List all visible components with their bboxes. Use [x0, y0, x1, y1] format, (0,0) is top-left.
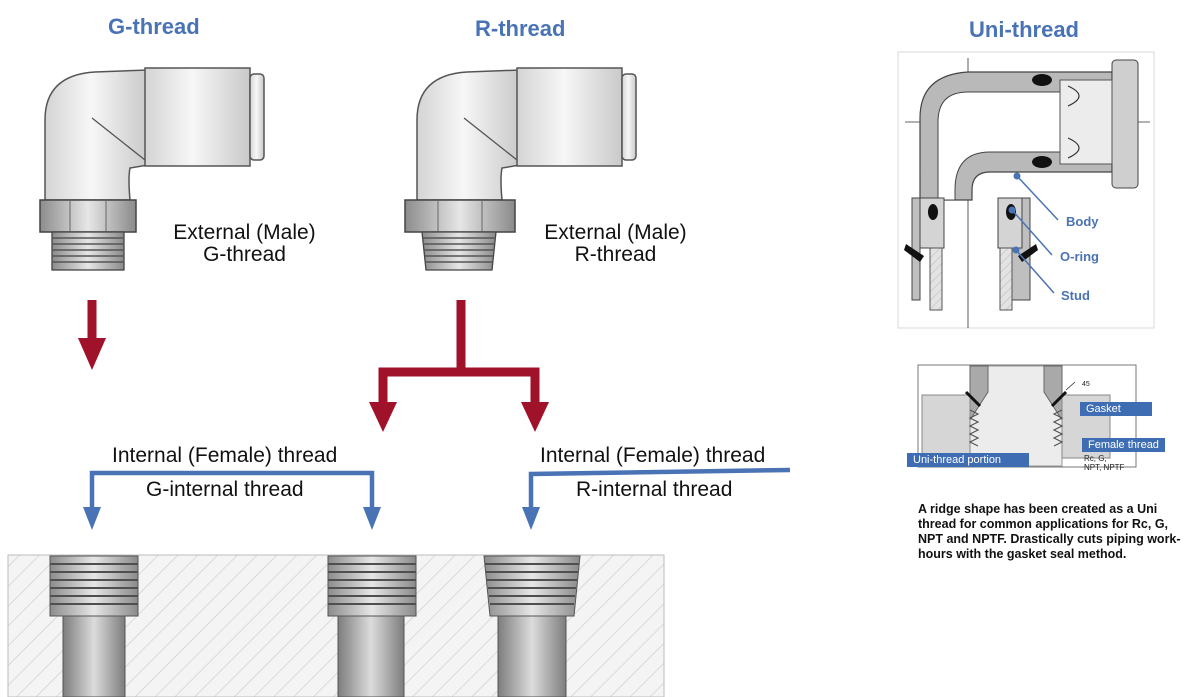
uni-thread-detail	[917, 364, 1137, 468]
g-external-line2: G-thread	[203, 243, 286, 266]
blue-arrows	[83, 467, 791, 530]
thread-types-label: Rc, G, NPT, NPTF	[1084, 454, 1124, 472]
r-thread-title: R-thread	[475, 16, 566, 41]
g-thread-title: G-thread	[108, 14, 200, 39]
stud-callout: Stud	[1061, 288, 1090, 303]
r-external-label: External (Male) R-thread	[533, 222, 698, 266]
right-internal-line1: Internal (Female) thread	[540, 444, 766, 467]
uni-thread-description: A ridge shape has been created as a Uni …	[918, 502, 1181, 561]
red-arrows	[78, 300, 549, 432]
uni-thread-section	[897, 51, 1155, 329]
gasket-tag: Gasket	[1080, 402, 1152, 416]
internal-thread-block	[7, 554, 665, 697]
r-external-line1: External (Male)	[544, 221, 687, 244]
angle-label: 45	[1082, 381, 1090, 388]
left-internal-line1: Internal (Female) thread	[112, 444, 338, 467]
body-callout: Body	[1066, 214, 1099, 229]
g-external-label: External (Male) G-thread	[162, 222, 327, 266]
left-internal-line2: G-internal thread	[146, 478, 304, 501]
r-thread-fitting	[404, 67, 637, 271]
uni-thread-portion-tag: Uni-thread portion	[907, 453, 1029, 467]
g-thread-fitting	[39, 67, 265, 271]
r-external-line2: R-thread	[574, 243, 657, 266]
female-thread-tag: Female thread	[1082, 438, 1165, 452]
g-external-line1: External (Male)	[173, 221, 316, 244]
thread-types-line2: NPT, NPTF	[1084, 463, 1125, 472]
thread-types-line1: Rc, G,	[1084, 454, 1107, 463]
oring-callout: O-ring	[1060, 249, 1099, 264]
uni-thread-title: Uni-thread	[969, 17, 1079, 42]
right-internal-line2: R-internal thread	[576, 478, 733, 501]
